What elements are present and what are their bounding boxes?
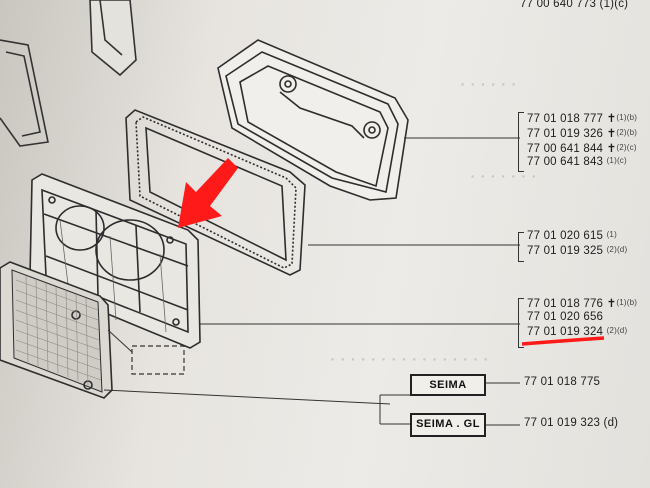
part-number: 77 00 641 843 (1)(c) bbox=[527, 156, 627, 168]
part-number: 77 01 018 777 ✝(1)(b) bbox=[527, 113, 638, 125]
bulb-holder bbox=[29, 173, 201, 349]
dashed-bulb-box bbox=[131, 345, 185, 375]
bracket-group-2 bbox=[518, 232, 524, 262]
seima-gl-label: SEIMA . GL bbox=[410, 413, 486, 437]
part-number-seima: 77 01 018 775 bbox=[524, 376, 601, 388]
show-through-text: ▪ ▪ ▪ ▪ ▪ ▪ ▪ bbox=[470, 172, 537, 182]
bracket-group-3 bbox=[518, 298, 524, 348]
part-number: 77 00 641 844 ✝(2)(c) bbox=[527, 143, 637, 155]
show-through-text: ▪ ▪ ▪ ▪ ▪ ▪ bbox=[460, 80, 517, 90]
part-number: 77 01 018 776 ✝(1)(b) bbox=[527, 298, 638, 310]
part-number: 77 01 020 615 (1) bbox=[527, 230, 617, 242]
lamp-housing bbox=[217, 39, 409, 201]
part-number-seima-gl: 77 01 019 323 (d) bbox=[524, 417, 619, 429]
show-through-text: ▪ ▪ ▪ ▪ ▪ ▪ ▪ ▪ ▪ ▪ ▪ ▪ ▪ ▪ ▪ ▪ bbox=[330, 355, 489, 365]
upper-lamp-fragment bbox=[0, 0, 137, 147]
bracket-group-1 bbox=[518, 112, 524, 172]
part-number-top: 77 00 640 773 (1)(c) bbox=[520, 0, 629, 10]
leader-lines bbox=[103, 137, 520, 426]
red-arrow bbox=[178, 158, 238, 228]
lens-cover-grid bbox=[15, 275, 102, 386]
part-number: 77 01 020 656 bbox=[527, 311, 604, 323]
part-number: 77 01 019 325 (2)(d) bbox=[527, 245, 628, 257]
part-number: 77 01 019 326 ✝(2)(b) bbox=[527, 128, 638, 140]
red-underline bbox=[521, 336, 605, 346]
seima-label: SEIMA bbox=[410, 374, 486, 396]
part-number: 77 01 019 324 (2)(d) bbox=[527, 326, 628, 338]
